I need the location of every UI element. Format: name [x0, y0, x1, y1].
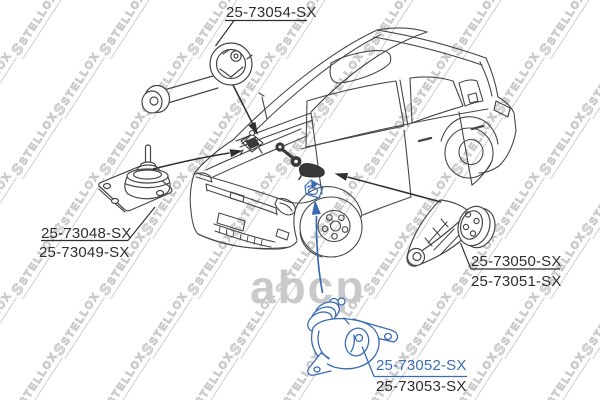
front-rim [317, 209, 351, 243]
label-part-25-73054: 25-73054-SX [226, 4, 317, 21]
quarter-window [458, 79, 484, 107]
label-part-25-73048: 25-73048-SX [41, 225, 132, 242]
wiper [258, 92, 268, 120]
headlight-right [274, 197, 296, 216]
highlighted-mount-location [304, 179, 324, 199]
rear-rim [458, 138, 484, 166]
part-drawing-highlighted-right-mount [307, 297, 399, 376]
front-tire [299, 196, 363, 258]
front-side-window [305, 80, 405, 148]
pointer-arrows [152, 84, 442, 294]
grille [205, 183, 278, 216]
highlight-arrow [315, 215, 324, 294]
part-drawing-rear-arm-mount [406, 199, 496, 267]
label-part-25-73049: 25-73049-SX [39, 244, 130, 261]
engine-bracket-location [240, 133, 264, 153]
sunroof [329, 50, 392, 84]
fuel-door [467, 92, 479, 104]
car-line-art [189, 27, 517, 258]
part-drawing-left-engine-mount [98, 144, 173, 213]
emblem [229, 191, 245, 203]
label-part-25-73053: 25-73053-SX [376, 378, 467, 395]
rear-wheel-arch [440, 116, 499, 145]
front-wheel-arch [293, 186, 363, 241]
rear-side-window [409, 76, 464, 124]
label-part-25-73051: 25-73051-SX [471, 273, 562, 290]
part-drawing-torque-rod-mount [141, 42, 253, 114]
fog-lamp [275, 228, 290, 241]
label-leaders [41, 19, 560, 378]
headlight-left [195, 172, 213, 183]
label-part-25-73050: 25-73050-SX [471, 253, 562, 270]
rear-mount-location [299, 163, 325, 178]
rear-tire [444, 127, 494, 179]
license-plate [216, 212, 246, 232]
mount-locations-on-car [239, 130, 325, 199]
label-part-25-73052-link[interactable]: 25-73052-SX [376, 357, 467, 374]
